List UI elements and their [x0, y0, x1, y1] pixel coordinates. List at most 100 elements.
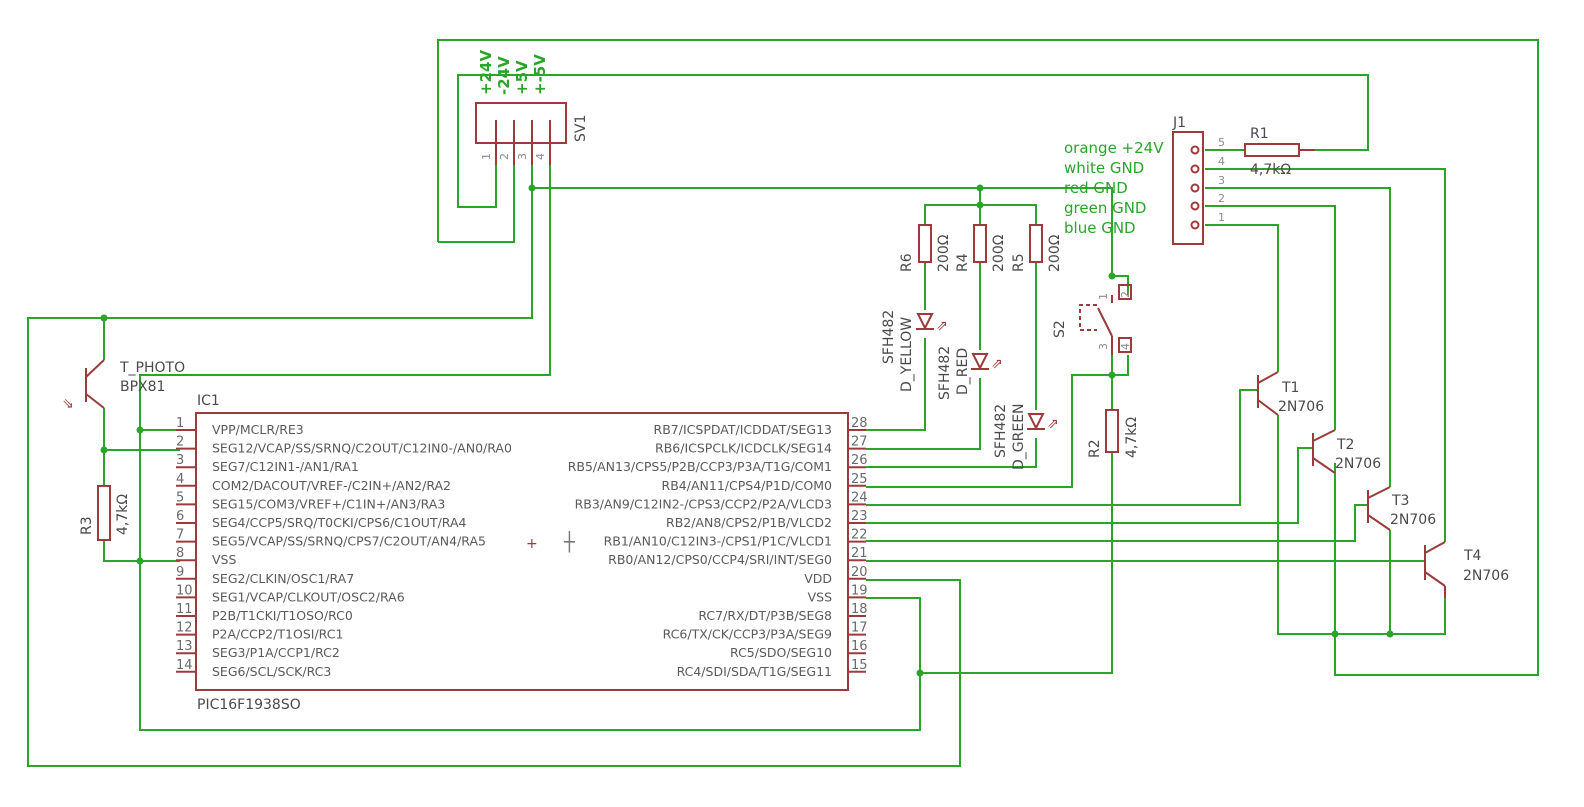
ic1-pin-label: SEG5/VCAP/SS/SRNQ/CPS7/C2OUT/AN4/RA5 [212, 534, 486, 549]
r3-body [97, 485, 111, 541]
ic1-pin-number: 1 [176, 416, 184, 431]
sv1-net-label: +24V [477, 50, 495, 95]
t2-value: 2N706 [1335, 456, 1381, 472]
led-yellow: D_YELLOW SFH482 ⇗ [881, 310, 948, 392]
ic1-pin-label: RB6/ICSPCLK/ICDCLK/SEG14 [655, 441, 832, 456]
ic1-pin-number: 7 [176, 528, 184, 543]
j1-pin-hole [1190, 164, 1200, 174]
r6-value: 200Ω [936, 234, 952, 272]
ic1-pin-number: 16 [851, 639, 868, 654]
wire-pin24-t1 [866, 389, 1258, 506]
ic1-pin-label: VPP/MCLR/RE3 [212, 422, 304, 437]
j1-pin-hole [1190, 183, 1200, 193]
resistor-r4: R4 200Ω [955, 224, 1007, 272]
ic1-pin-label: RB1/AN10/C12IN3-/CPS1/P1C/VLCD1 [604, 534, 832, 549]
t2-collector [1312, 429, 1336, 442]
r5-value: 200Ω [1047, 234, 1063, 272]
sv1-pin-number: 2 [498, 153, 511, 160]
t3-name: T3 [1391, 493, 1409, 509]
t4-name: T4 [1463, 548, 1482, 564]
r2-name: R2 [1087, 439, 1103, 458]
ic1-pin-label: RB4/AN11/CPS4/P1D/COM0 [662, 478, 832, 493]
wire-led-rail [924, 188, 981, 225]
sv1-pin-number: 3 [516, 153, 529, 160]
ic1-pin-label: SEG4/CCP5/SRQ/T0CKI/CPS6/C1OUT/RA4 [212, 515, 467, 530]
ic1-value: PIC16F1938SO [197, 697, 301, 713]
led-green-arrows: ⇗ [1047, 416, 1059, 432]
led-red-value: SFH482 [937, 346, 953, 400]
led-green: D_GREEN SFH482 ⇗ [993, 403, 1059, 470]
photo-value: BPX81 [120, 379, 165, 395]
transistor-t4: T4 2N706 [1424, 541, 1509, 598]
r4-body [973, 224, 987, 263]
ic1-pin-label: VSS [212, 552, 236, 567]
ic1-pin-label: RB0/AN12/CPS0/CCP4/SRI/INT/SEG0 [608, 552, 832, 567]
wire-s2-bottom [866, 355, 1129, 488]
led-red-anode [971, 353, 989, 371]
ic1-pin-number: 14 [176, 658, 193, 673]
junction [976, 201, 984, 209]
junction [136, 426, 144, 434]
ic1-pin-label: RC6/TX/CK/CCP3/P3A/SEG9 [663, 627, 832, 642]
t1-collector [1257, 371, 1279, 384]
r4-name: R4 [955, 253, 971, 272]
connector-sv1: 1 2 3 4 SV1 +24V -24V +5V +-5V [475, 50, 589, 165]
led-yellow-name: D_YELLOW [899, 317, 915, 392]
j1-color-note: green GND [1064, 199, 1147, 217]
led-red: D_RED SFH482 ⇗ [937, 346, 1003, 400]
j1-pin-number: 5 [1218, 136, 1225, 149]
r5-body [1029, 224, 1043, 263]
j1-pin-hole [1190, 145, 1200, 155]
sv1-name: SV1 [573, 115, 589, 142]
led-green-anode [1027, 413, 1045, 431]
wire-emitter-bus [1277, 415, 1446, 635]
ic1-pin-label: RC5/SDO/SEG10 [730, 645, 832, 660]
ic1-pin-label: SEG6/SCL/SCK/RC3 [212, 664, 331, 679]
ic1-pin-number: 5 [176, 490, 184, 505]
led-yellow-anode [916, 313, 934, 331]
ic1-pin-number: 25 [851, 472, 868, 487]
ic1-pin-number: 27 [851, 435, 868, 450]
ic1-pin-label: RC4/SDI/SDA/T1G/SEG11 [677, 664, 832, 679]
j1-color-note: red GND [1064, 179, 1128, 197]
led-yellow-value: SFH482 [881, 310, 897, 364]
ic1-pin-label: RB7/ICSPDAT/ICDDAT/SEG13 [654, 422, 832, 437]
ic1-right-pins: 28RB7/ICSPDAT/ICDDAT/SEG1327RB6/ICSPCLK/… [568, 416, 868, 679]
wire-sv1-pin1 [457, 74, 1369, 208]
wire-led-rail-2 [980, 204, 1037, 225]
ic1-pin-number: 15 [851, 658, 868, 673]
s2-pin-number: 2 [1119, 291, 1132, 298]
wire-led-pin26 [866, 438, 1037, 468]
ic1-origin-plus: + [526, 536, 538, 552]
r6-body [918, 224, 932, 263]
ic1-pin-label: RB5/AN13/CPS5/P2B/CCP3/P3A/T1G/COM1 [568, 459, 832, 474]
s2-pin-number: 3 [1097, 343, 1110, 350]
s2-lever [1097, 307, 1113, 337]
junction [1331, 630, 1339, 638]
ic1-pin-label: RB2/AN8/CPS2/P1B/VLCD2 [666, 515, 832, 530]
ic1-pin-number: 23 [851, 509, 868, 524]
r2-value: 4,7kΩ [1124, 417, 1140, 458]
photo-light-arrows: ⇘ [62, 396, 74, 412]
j1-color-note: white GND [1064, 159, 1144, 177]
wire-led-pin27 [866, 378, 981, 450]
resistor-r5: R5 200Ω [1011, 224, 1063, 272]
j1-color-note: orange +24V [1064, 139, 1164, 157]
t1-emitter [1257, 399, 1279, 416]
ic1-pin-label: VDD [804, 571, 832, 586]
sv1-body [475, 102, 567, 144]
junction [100, 446, 108, 454]
wire-r3-bottom [103, 540, 180, 562]
ic1-pin-number: 18 [851, 602, 868, 617]
r4-value: 200Ω [991, 234, 1007, 272]
transistor-t2: T2 2N706 [1312, 429, 1381, 474]
ic1-origin-cross: ┼ [563, 531, 576, 553]
led-red-name: D_RED [955, 348, 971, 395]
t2-emitter [1312, 457, 1336, 474]
r1-body [1244, 143, 1300, 157]
t3-value: 2N706 [1390, 512, 1436, 528]
ic1-pin-number: 4 [176, 472, 184, 487]
wires [27, 39, 1539, 767]
